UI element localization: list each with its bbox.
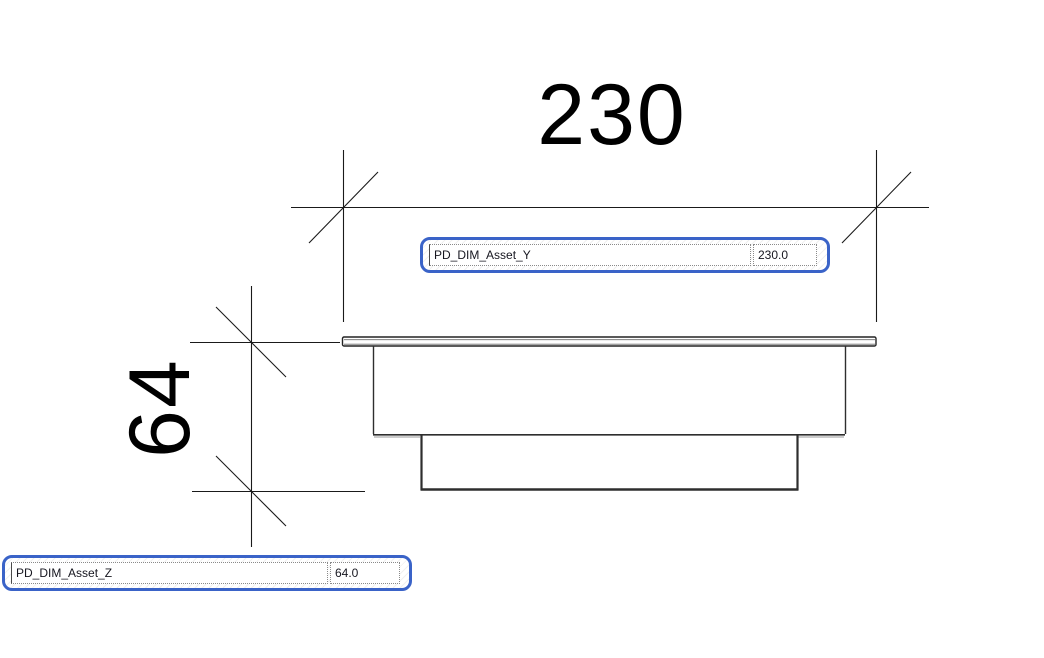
dimension-z-tick-top	[215, 306, 287, 378]
dimension-y-tick-left	[308, 171, 379, 244]
param-label-asset-z[interactable]: PD_DIM_Asset_Z 64.0	[2, 555, 412, 591]
dimension-z-tick-bottom	[215, 455, 287, 527]
param-name-field-y[interactable]: PD_DIM_Asset_Y	[429, 244, 751, 266]
dimension-z-text[interactable]: 64	[112, 358, 208, 458]
object-profile[interactable]	[341, 336, 877, 491]
dimension-z[interactable]	[190, 286, 365, 547]
dimension-y-tick-right	[841, 171, 912, 244]
dimension-y-text[interactable]: 230	[537, 67, 687, 163]
param-label-asset-y[interactable]: PD_DIM_Asset_Y 230.0	[420, 237, 830, 273]
param-value-field-y[interactable]: 230.0	[753, 244, 817, 266]
profile-top-plate	[341, 336, 877, 347]
dimension-y[interactable]	[291, 150, 929, 322]
param-name-field-z[interactable]: PD_DIM_Asset_Z	[11, 562, 328, 584]
param-value-field-z[interactable]: 64.0	[330, 562, 400, 584]
